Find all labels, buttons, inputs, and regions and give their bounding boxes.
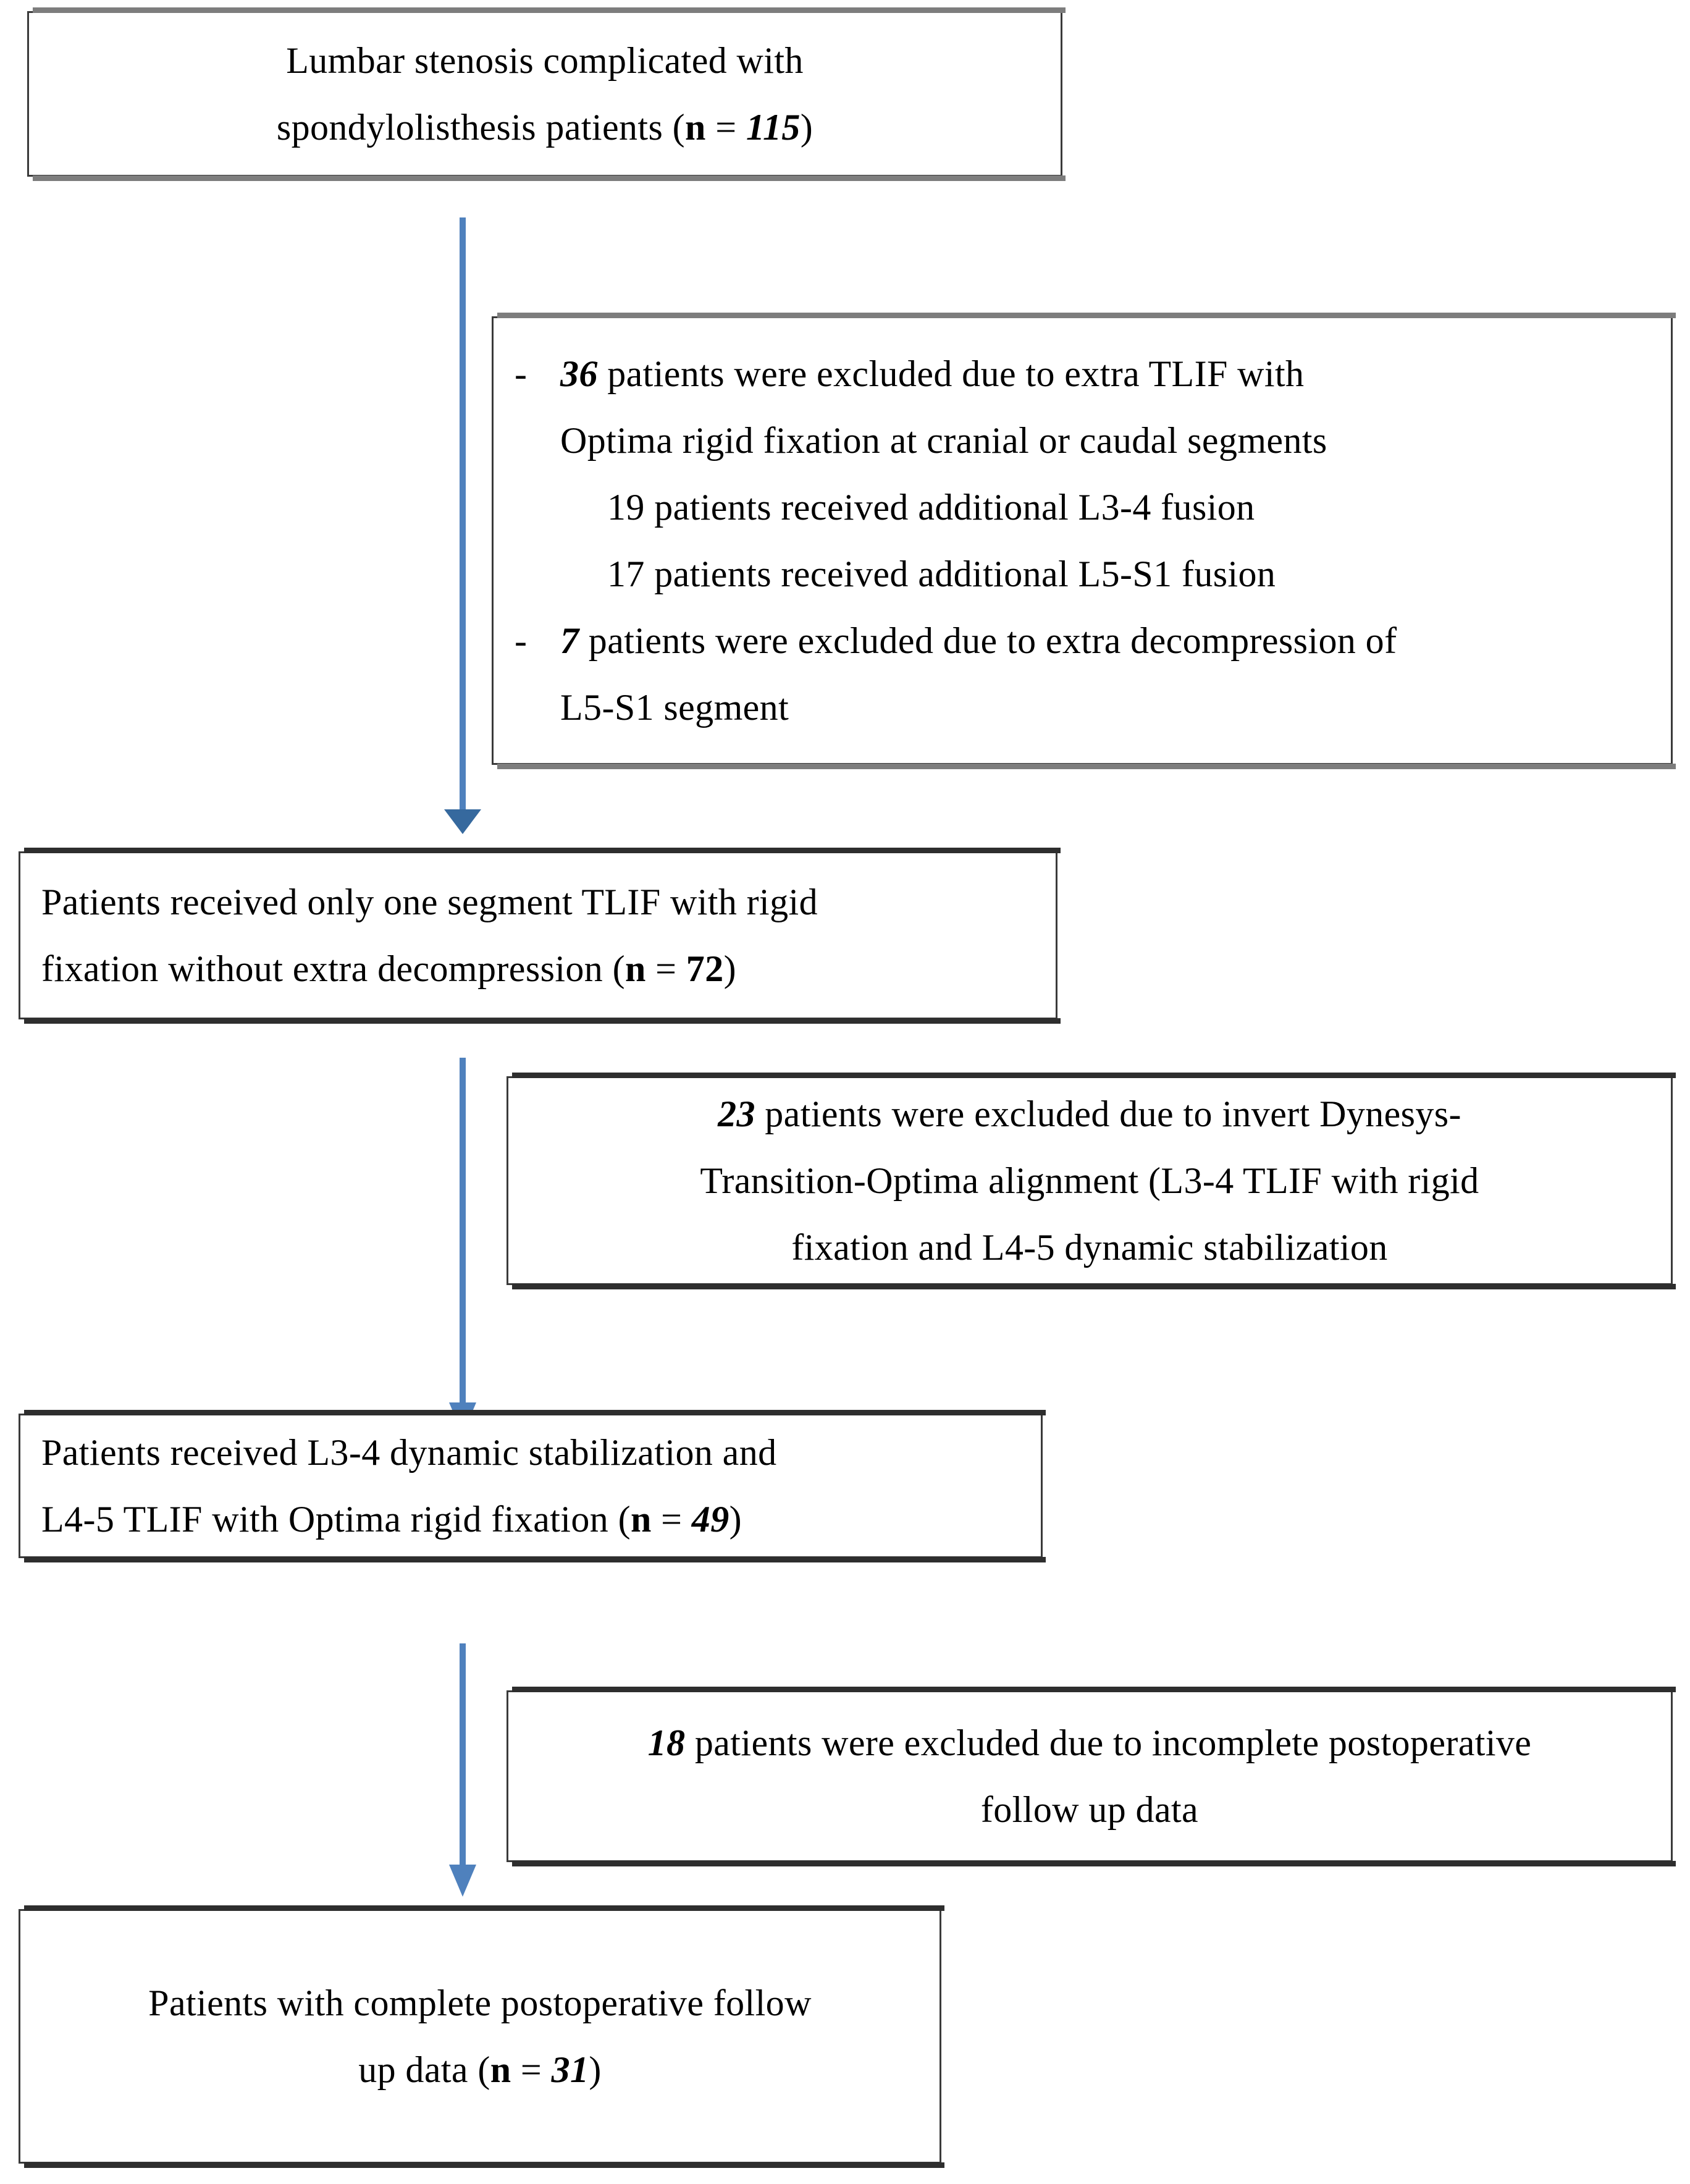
exclusion1-bullet-1-line-1: 36 patients were excluded due to extra T… bbox=[560, 340, 1650, 407]
final-count-value: 31 bbox=[551, 2049, 589, 2090]
enrollment-equals: = bbox=[705, 107, 746, 148]
exclusion1-bullet-1-line-2: Optima rigid fixation at cranial or caud… bbox=[560, 420, 1327, 461]
box-stage-3-text: Patients received L3-4 dynamic stabiliza… bbox=[20, 1419, 1041, 1553]
stage3-line-2: L4-5 TLIF with Optima rigid fixation (n … bbox=[41, 1486, 1020, 1553]
box-exclusion-3: 18 patients were excluded due to incompl… bbox=[507, 1687, 1676, 1866]
box-final-cohort-text: Patients with complete postoperative fol… bbox=[20, 1970, 940, 2103]
exclusion1-bullet-2-text: patients were excluded due to extra deco… bbox=[579, 620, 1397, 661]
stage2-line2-suffix: ) bbox=[723, 948, 736, 989]
exclusion2-line-1-text: patients were excluded due to invert Dyn… bbox=[755, 1094, 1461, 1134]
connector-stage2-to-stage3 bbox=[449, 1058, 476, 1435]
stage2-n-symbol: n bbox=[624, 948, 646, 989]
connector-stage3-to-final bbox=[449, 1643, 476, 1897]
final-line-2: up data (n = 31) bbox=[41, 2036, 919, 2103]
box-final-cohort: Patients with complete postoperative fol… bbox=[19, 1905, 944, 2168]
exclusion2-line-3: fixation and L4-5 dynamic stabilization bbox=[791, 1227, 1388, 1268]
stage3-line2-suffix: ) bbox=[729, 1499, 742, 1540]
exclusion3-count: 18 bbox=[647, 1722, 686, 1763]
enrollment-line-2: spondylolisthesis patients (n = 115) bbox=[50, 94, 1040, 161]
box-stage-3: Patients received L3-4 dynamic stabiliza… bbox=[19, 1410, 1046, 1562]
exclusion1-subitem-2: 17 patients received additional L5-S1 fu… bbox=[607, 554, 1276, 594]
exclusion1-subitem-1: 19 patients received additional L3-4 fus… bbox=[607, 487, 1255, 528]
enrollment-line2-suffix: ) bbox=[800, 107, 813, 148]
exclusion1-bullet-1-dash: - bbox=[515, 353, 527, 394]
box-exclusion-1-text: - 36 patients were excluded due to extra… bbox=[494, 340, 1671, 741]
box-exclusion-2-text: 23 patients were excluded due to invert … bbox=[508, 1081, 1671, 1281]
stage3-n-symbol: n bbox=[630, 1499, 652, 1540]
box-stage-2: Patients received only one segment TLIF … bbox=[19, 848, 1061, 1024]
final-line2-prefix: up data ( bbox=[358, 2049, 490, 2090]
exclusion1-bullet-1-count: 36 bbox=[560, 353, 598, 394]
final-line-1: Patients with complete postoperative fol… bbox=[148, 1983, 812, 2023]
box-exclusion-3-text: 18 patients were excluded due to incompl… bbox=[508, 1710, 1671, 1843]
final-n-symbol: n bbox=[490, 2049, 511, 2090]
stage2-equals: = bbox=[645, 948, 686, 989]
exclusion3-line-1-text: patients were excluded due to incomplete… bbox=[685, 1722, 1532, 1763]
box-exclusion-2: 23 patients were excluded due to invert … bbox=[507, 1073, 1676, 1289]
exclusion3-line-1: 18 patients were excluded due to incompl… bbox=[529, 1710, 1650, 1776]
exclusion2-line-1: 23 patients were excluded due to invert … bbox=[529, 1081, 1650, 1147]
exclusion1-bullet-1-text: patients were excluded due to extra TLIF… bbox=[597, 353, 1305, 394]
stage3-line2-prefix: L4-5 TLIF with Optima rigid fixation ( bbox=[41, 1499, 631, 1540]
final-equals: = bbox=[511, 2049, 552, 2090]
box-exclusion-1: - 36 patients were excluded due to extra… bbox=[492, 313, 1676, 769]
box-stage-2-text: Patients received only one segment TLIF … bbox=[20, 869, 1056, 1002]
exclusion2-count: 23 bbox=[718, 1094, 755, 1134]
box-enrollment-text: Lumbar stenosis complicated with spondyl… bbox=[29, 27, 1061, 161]
enrollment-line2-prefix: spondylolisthesis patients ( bbox=[276, 107, 686, 148]
arrowhead-down-icon bbox=[449, 1865, 476, 1897]
stage2-count-value: 72 bbox=[686, 948, 724, 989]
exclusion3-line-2: follow up data bbox=[980, 1789, 1199, 1830]
box-enrollment: Lumbar stenosis complicated with spondyl… bbox=[27, 7, 1066, 181]
enrollment-line-1: Lumbar stenosis complicated with bbox=[286, 40, 804, 81]
connector-enrollment-to-stage2 bbox=[444, 217, 481, 834]
arrowhead-down-icon bbox=[444, 809, 481, 834]
exclusion1-bullet-2-dash: - bbox=[515, 620, 527, 661]
exclusion1-bullet-2-count: 7 bbox=[560, 620, 579, 661]
stage3-line-1: Patients received L3-4 dynamic stabiliza… bbox=[41, 1432, 777, 1473]
stage3-equals: = bbox=[651, 1499, 692, 1540]
stage2-line-2: fixation without extra decompression (n … bbox=[41, 935, 1035, 1002]
stage2-line-1: Patients received only one segment TLIF … bbox=[41, 882, 818, 922]
exclusion1-bullet-2-line-1: 7 patients were excluded due to extra de… bbox=[560, 607, 1650, 674]
stage2-line2-prefix: fixation without extra decompression ( bbox=[41, 948, 625, 989]
exclusion1-bullet-1: - 36 patients were excluded due to extra… bbox=[515, 340, 1650, 474]
exclusion1-bullet-2-line-2: L5-S1 segment bbox=[560, 687, 789, 728]
enrollment-n-symbol: n bbox=[685, 107, 706, 148]
exclusion2-line-2: Transition-Optima alignment (L3-4 TLIF w… bbox=[700, 1160, 1479, 1201]
final-line2-suffix: ) bbox=[589, 2049, 602, 2090]
exclusion1-bullet-1-body: 36 patients were excluded due to extra T… bbox=[560, 340, 1650, 474]
stage3-count-value: 49 bbox=[691, 1499, 729, 1540]
enrollment-count-value: 115 bbox=[746, 107, 801, 148]
exclusion1-bullet-2-body: 7 patients were excluded due to extra de… bbox=[560, 607, 1650, 741]
exclusion1-bullet-2: - 7 patients were excluded due to extra … bbox=[515, 607, 1650, 741]
